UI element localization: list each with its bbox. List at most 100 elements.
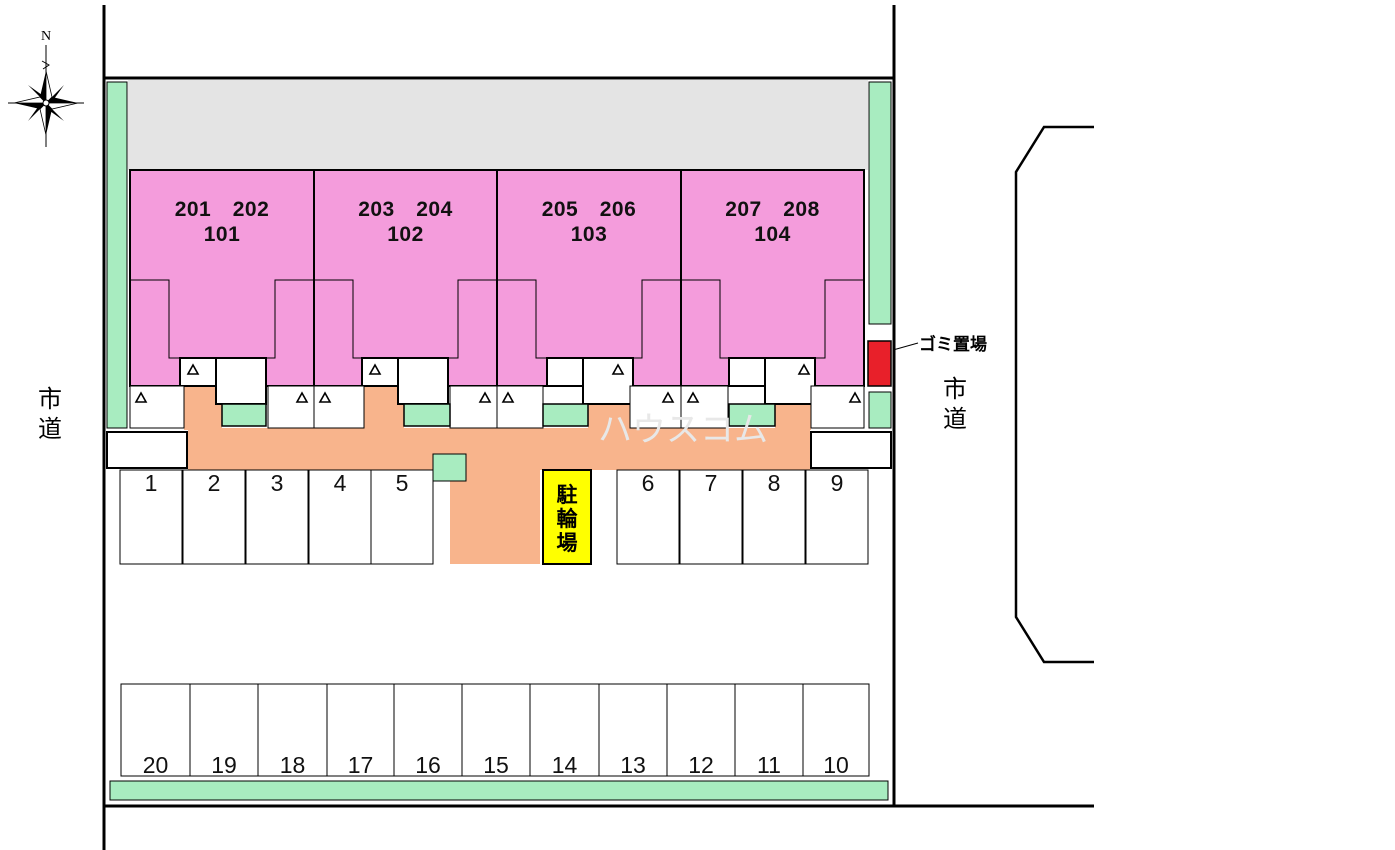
rear-gray-area [128,80,868,170]
parking-number: 16 [415,752,441,778]
entrance-marker-icon [797,363,811,375]
parking-number: 7 [705,470,718,496]
adjacent-road-outline [1014,125,1094,664]
building-lower-unit: 104 [754,223,791,246]
parking-space: 2 [182,469,246,565]
parking-number: 10 [823,752,849,778]
front-box [129,385,185,429]
bicycle-label-1: 駐 [557,483,578,507]
parking-space: 6 [616,469,680,565]
entrance-marker-icon [501,391,515,403]
parking-number: 3 [271,470,284,496]
parking-number: 19 [211,752,237,778]
parking-space: 12 [666,683,736,778]
svg-text:道: 道 [943,405,967,433]
entrance-box [361,357,399,387]
parking-number: 8 [768,470,781,496]
parking-space: 20 [120,683,191,778]
svg-text:市: 市 [38,385,62,413]
entrance-marker-icon [478,391,492,403]
watermark: ハウスコム [598,410,768,450]
storage-box [764,357,816,405]
parking-number: 20 [143,752,169,778]
green-strip-right-upper [868,81,892,325]
parking-space: 16 [393,683,463,778]
building-upper-units: 207 208 [725,198,820,221]
parking-number: 14 [552,752,578,778]
compass-rose-icon [8,45,84,147]
planter [221,403,267,427]
garbage-area [867,340,892,387]
parking-number: 1 [145,470,158,496]
parking-space: 15 [461,683,531,778]
storage-box [582,357,634,405]
parking-space: 3 [245,469,309,565]
entrance-box [728,357,766,387]
parking-number: 12 [688,752,714,778]
bicycle-label-2: 輪 [557,507,579,531]
entrance-marker-icon [318,391,332,403]
front-box [313,385,365,429]
parking-number: 9 [831,470,844,496]
green-strip-left [106,81,128,429]
building-lower-unit: 103 [571,223,608,246]
front-box [267,385,315,429]
entrance-box [546,357,584,387]
green-strip-bottom [109,780,889,801]
entrance-marker-icon [186,363,200,375]
storage-box-left [106,431,188,469]
bicycle-label-3: 場 [557,531,578,555]
svg-text:道: 道 [38,415,62,443]
green-strip-right-lower [868,391,892,429]
entrance-marker-icon [661,391,675,403]
parking-space: 7 [679,469,743,565]
parking-space: 5 [370,469,434,565]
right-road-label: 市 道 [943,375,967,433]
parking-space: 13 [598,683,668,778]
parking-number: 4 [334,470,347,496]
green-patch [432,453,467,482]
entrance-marker-icon [368,363,382,375]
parking-number: 13 [620,752,646,778]
garbage-label: ゴミ置場 [919,334,987,355]
parking-space: 11 [734,683,804,778]
entrance-marker-icon [134,391,148,403]
building-upper-units: 205 206 [542,198,637,221]
parking-number: 17 [348,752,374,778]
front-box [449,385,498,429]
planter [542,403,589,427]
storage-box [215,357,267,405]
storage-box-right [810,431,892,469]
parking-number: 5 [396,470,409,496]
parking-space: 18 [257,683,328,778]
front-box [680,385,729,429]
storage-box [397,357,449,405]
front-box [496,385,544,429]
entrance-marker-icon [611,363,625,375]
bicycle-parking [542,469,592,565]
parking-space: 10 [802,683,870,778]
parking-space: 19 [189,683,259,778]
planter [403,403,451,427]
left-road-label: 市 道 [38,385,62,443]
parking-space: 14 [529,683,600,778]
entrance-marker-icon [295,391,309,403]
building-upper-units: 201 202 [175,198,270,221]
parking-space: 9 [805,469,869,565]
parking-number: 11 [757,752,781,778]
building-upper-units: 203 204 [358,198,453,221]
parking-number: 18 [280,752,306,778]
entrance-marker-icon [686,391,700,403]
compass-north-label: N [41,29,51,44]
building-lower-unit: 102 [387,223,424,246]
planter [728,403,776,427]
svg-text:市: 市 [943,375,967,403]
front-box [810,385,865,429]
